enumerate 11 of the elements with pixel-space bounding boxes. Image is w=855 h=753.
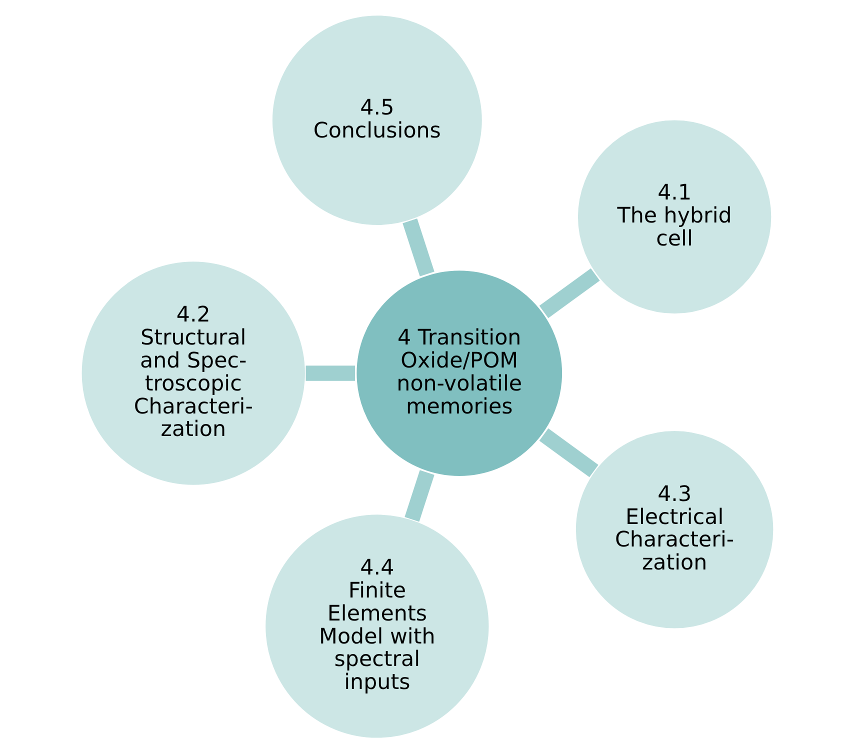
- connector: [539, 428, 598, 478]
- node-circle: 4.3 Electrical Characteri- zation: [574, 429, 775, 630]
- node-circle: 4.1 The hybrid cell: [576, 118, 773, 316]
- connector: [306, 366, 356, 381]
- connector: [402, 218, 434, 276]
- node-circle: 4.5 Conclusions: [270, 14, 484, 227]
- node-circle: 4.2 Structural and Spec- troscopic Characteri- zation: [80, 260, 306, 486]
- connector: [539, 268, 600, 318]
- node-circle: 4.4 Finite Elements Model with spectral inputs: [264, 513, 490, 740]
- connector: [404, 470, 434, 522]
- node-circle: 4 Transition Oxide/POM non-volatile memories: [355, 269, 564, 478]
